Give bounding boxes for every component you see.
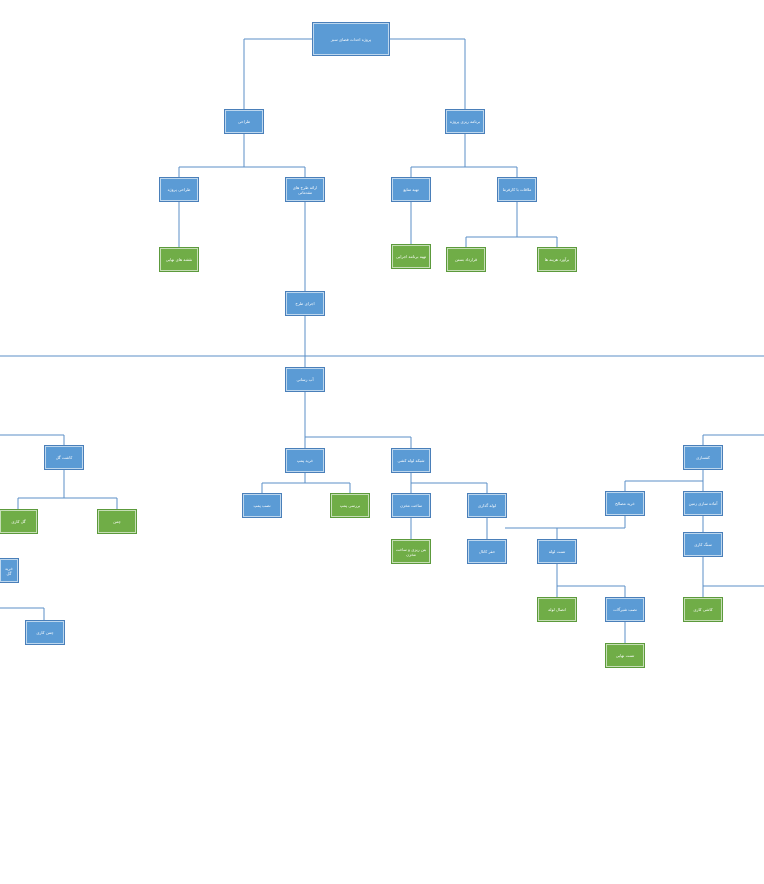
node-system-test-label: تست نهایی bbox=[615, 653, 635, 658]
node-valve-install: نصب شیرآلات bbox=[606, 598, 644, 621]
node-stone-lay: سنگ کاری bbox=[684, 533, 722, 556]
node-trench-label: حفر کانال bbox=[478, 549, 496, 554]
node-meetings-label: ملاقات با کارفرما bbox=[502, 187, 532, 192]
node-alternatives-label: ارائه طرح های مقدماتی bbox=[292, 184, 318, 195]
node-pipe-connect-label: اتصال لوله bbox=[548, 607, 566, 612]
node-pipe-test-label: تست لوله bbox=[548, 549, 566, 554]
node-water-supply-label: آب رسانی bbox=[296, 377, 314, 382]
node-tree-planting-label: کاشت گل bbox=[55, 455, 73, 460]
node-flower-a-label: گل کاری bbox=[11, 519, 26, 524]
node-pump-buy-label: خرید پمپ bbox=[296, 458, 314, 463]
node-paving-label: کفسازی bbox=[696, 455, 710, 460]
node-meetings: ملاقات با کارفرما bbox=[498, 178, 536, 201]
node-execution: اجرای طرح bbox=[286, 292, 324, 315]
node-stone-lay-label: سنگ کاری bbox=[694, 542, 712, 547]
node-grass: چمن bbox=[98, 510, 136, 533]
node-soil-prep: آماده سازی زمین bbox=[684, 492, 722, 515]
node-shrub-b: چمن کاری bbox=[26, 621, 64, 644]
node-valve-install-label: نصب شیرآلات bbox=[613, 607, 637, 612]
node-soil-prep-label: آماده سازی زمین bbox=[688, 501, 718, 506]
node-alternatives: ارائه طرح های مقدماتی bbox=[286, 178, 324, 201]
node-pipe-test: تست لوله bbox=[538, 540, 576, 563]
node-trench: حفر کانال bbox=[468, 540, 506, 563]
node-pump-install: نصب پمپ bbox=[243, 494, 281, 517]
node-pump-test: بررسی پمپ bbox=[331, 494, 369, 517]
node-materials-buy-label: خرید مصالح bbox=[615, 501, 635, 506]
node-approved-drawings-label: نقشه های نهایی bbox=[165, 257, 193, 262]
node-pump-buy: خرید پمپ bbox=[286, 449, 324, 472]
node-execution-label: اجرای طرح bbox=[295, 301, 315, 306]
node-pipe-laying: لوله گذاری bbox=[468, 494, 506, 517]
node-reservoir-label: ساخت مخزن bbox=[399, 503, 423, 508]
node-tree-planting: کاشت گل bbox=[45, 446, 83, 469]
node-design-label: طراحی bbox=[237, 119, 251, 124]
node-pipe-laying-label: لوله گذاری bbox=[477, 503, 497, 508]
node-project-planning-label: برنامه ریزی پروژه bbox=[449, 119, 481, 124]
node-tile-lay-label: کاشی کاری bbox=[693, 607, 713, 612]
node-contract: قرارداد بستن bbox=[447, 248, 485, 271]
node-reservoir: ساخت مخزن bbox=[392, 494, 430, 517]
node-approved-drawings: نقشه های نهایی bbox=[160, 248, 198, 271]
node-pipe-network: شبکه لوله کشی bbox=[392, 449, 430, 472]
node-contract-label: قرارداد بستن bbox=[454, 257, 478, 262]
node-tile-lay: کاشی کاری bbox=[684, 598, 722, 621]
node-root-label: پروژه احداث فضای سبز bbox=[330, 36, 372, 42]
node-reservoir-concrete: بتن ریزی و ساخت مخزن bbox=[392, 540, 430, 563]
node-pump-install-label: نصب پمپ bbox=[253, 503, 271, 508]
node-design: طراحی bbox=[225, 110, 263, 133]
node-budget-label: تهیه برنامه اجرایی bbox=[395, 254, 427, 259]
node-root: پروژه احداث فضای سبز bbox=[313, 23, 389, 55]
node-cost-estimate-label: برآورد هزینه ها bbox=[544, 257, 570, 262]
node-resources-label: تهیه منابع bbox=[403, 187, 419, 192]
node-grass-label: چمن bbox=[113, 519, 121, 524]
node-project-design-label: طراحی پروژه bbox=[167, 187, 191, 192]
node-paving: کفسازی bbox=[684, 446, 722, 469]
node-reservoir-concrete-label: بتن ریزی و ساخت مخزن bbox=[395, 546, 427, 557]
node-resources: تهیه منابع bbox=[392, 178, 430, 201]
node-flower-a: گل کاری bbox=[0, 510, 37, 533]
node-cost-estimate: برآورد هزینه ها bbox=[538, 248, 576, 271]
node-project-planning: برنامه ریزی پروژه bbox=[446, 110, 484, 133]
node-pump-test-label: بررسی پمپ bbox=[339, 503, 361, 508]
node-budget: تهیه برنامه اجرایی bbox=[392, 245, 430, 268]
node-pipe-connect: اتصال لوله bbox=[538, 598, 576, 621]
node-plant-purchase-label: خرید گل bbox=[5, 565, 13, 576]
node-materials-buy: خرید مصالح bbox=[606, 492, 644, 515]
node-pipe-network-label: شبکه لوله کشی bbox=[397, 458, 425, 463]
node-water-supply: آب رسانی bbox=[286, 368, 324, 391]
node-project-design: طراحی پروژه bbox=[160, 178, 198, 201]
node-shrub-b-label: چمن کاری bbox=[36, 630, 54, 635]
node-system-test: تست نهایی bbox=[606, 644, 644, 667]
node-plant-purchase: خرید گل bbox=[0, 559, 18, 582]
